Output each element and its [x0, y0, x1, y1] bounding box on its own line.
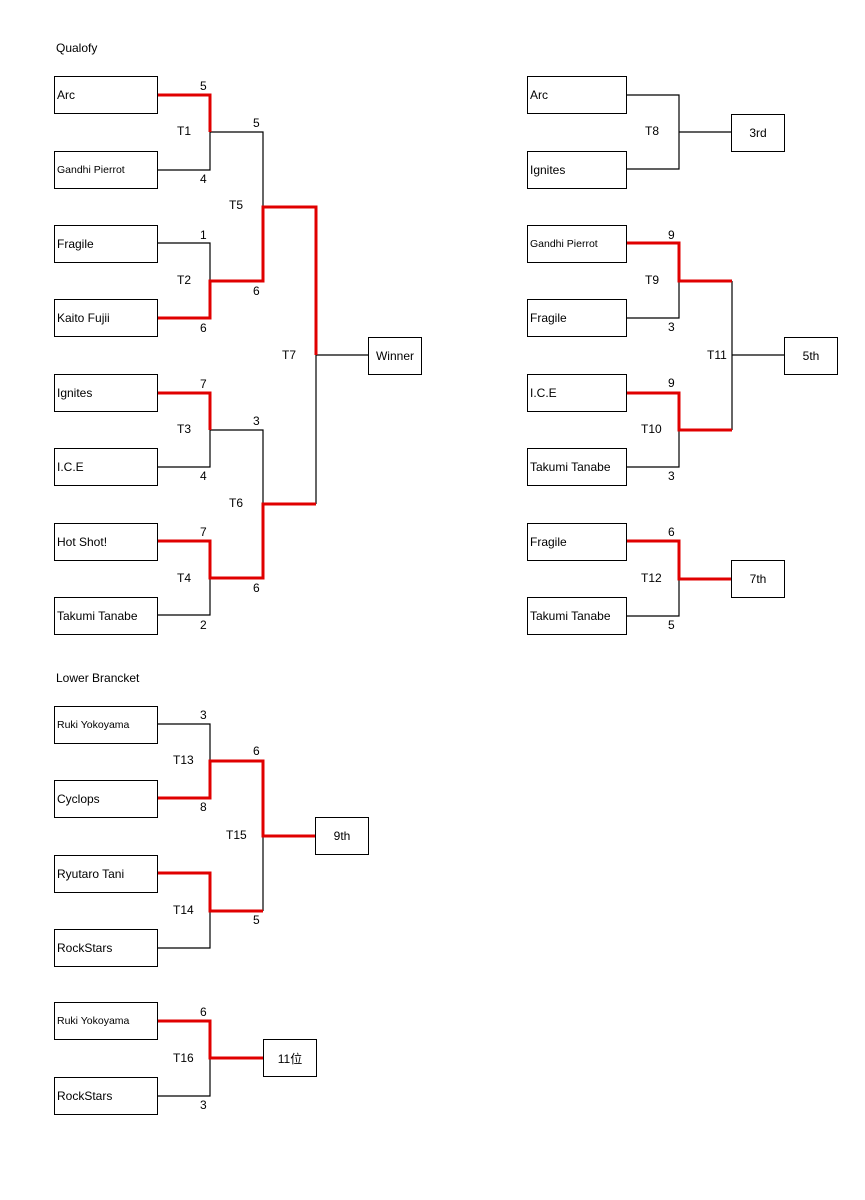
score-t2-fragile: 1 — [200, 228, 207, 242]
score-t4-hotshot: 7 — [200, 525, 207, 539]
line-t5-top — [210, 131, 264, 207]
team-box-fragile-t12: Fragile — [527, 523, 627, 561]
team-box-gandhi-pierrot: Gandhi Pierrot — [54, 151, 158, 189]
score-t16-ruki: 6 — [200, 1005, 207, 1019]
team-box-cyclops: Cyclops — [54, 780, 158, 818]
line-t9-bottom — [626, 281, 680, 319]
line-t2-top — [157, 242, 211, 281]
score-t2-kaito: 6 — [200, 321, 207, 335]
win-path-ice — [626, 391, 732, 432]
match-label-t12: T12 — [641, 571, 662, 585]
score-t5-bottom: 6 — [253, 284, 260, 298]
team-box-takumi-tanabe-t12: Takumi Tanabe — [527, 597, 627, 635]
team-box-takumi-tanabe-t10: Takumi Tanabe — [527, 448, 627, 486]
match-label-t9: T9 — [645, 273, 660, 287]
score-t13-cyclops: 8 — [200, 800, 207, 814]
score-t12-takumi: 5 — [668, 618, 675, 632]
win-path-hotshot — [157, 502, 316, 580]
line-t10-bottom — [626, 430, 680, 468]
score-t3-ice: 4 — [200, 469, 207, 483]
match-label-t11: T11 — [707, 348, 727, 362]
team-box-ice-t10: I.C.E — [527, 374, 627, 412]
team-box-fragile-t9: Fragile — [527, 299, 627, 337]
score-t1-arc: 5 — [200, 79, 207, 93]
match-label-t1: T1 — [177, 124, 192, 138]
match-label-t14: T14 — [173, 903, 194, 917]
line-t4-bottom — [157, 578, 211, 616]
team-box-gandhi-pierrot-t9: Gandhi Pierrot — [527, 225, 627, 263]
team-box-ice: I.C.E — [54, 448, 158, 486]
team-box-rockstars: RockStars — [54, 929, 158, 967]
match-label-t2: T2 — [177, 273, 192, 287]
team-box-hot-shot: Hot Shot! — [54, 523, 158, 561]
line-t13-top — [157, 723, 211, 761]
line-t3-bottom — [157, 430, 211, 468]
match-label-t3: T3 — [177, 422, 192, 436]
result-box-3rd: 3rd — [731, 114, 785, 152]
team-box-takumi-tanabe: Takumi Tanabe — [54, 597, 158, 635]
score-t5-top: 5 — [253, 116, 260, 130]
score-t1-gandhi: 4 — [200, 172, 207, 186]
score-t10-takumi: 3 — [668, 469, 675, 483]
score-t10-ice: 9 — [668, 376, 675, 390]
score-t13-ruki: 3 — [200, 708, 207, 722]
line-t6-top — [210, 429, 264, 504]
result-box-winner: Winner — [368, 337, 422, 375]
score-t9-gandhi: 9 — [668, 228, 675, 242]
win-path-fragile-7th — [626, 539, 732, 581]
line-t14-bottom — [157, 911, 211, 949]
win-path-ruki — [157, 1019, 263, 1060]
score-t15-bottom: 5 — [253, 913, 260, 927]
score-t4-takumi: 2 — [200, 618, 207, 632]
win-path-t2-kaito — [157, 205, 318, 355]
team-box-kaito-fujii: Kaito Fujii — [54, 299, 158, 337]
result-box-7th: 7th — [731, 560, 785, 598]
team-box-ruki-yokoyama-t16: Ruki Yokoyama — [54, 1002, 158, 1040]
line-t1-bottom — [157, 132, 211, 171]
score-t6-top: 3 — [253, 414, 260, 428]
team-box-ryutaro-tani: Ryutaro Tani — [54, 855, 158, 893]
team-box-rockstars-t16: RockStars — [54, 1077, 158, 1115]
section-title-qualify: Qualofy — [56, 41, 98, 55]
team-box-ignites: Ignites — [54, 374, 158, 412]
match-label-t16: T16 — [173, 1051, 194, 1065]
match-label-t15: T15 — [226, 828, 247, 842]
result-box-11th: 11位 — [263, 1039, 317, 1077]
match-label-t5: T5 — [229, 198, 244, 212]
match-label-t13: T13 — [173, 753, 194, 767]
match-label-t4: T4 — [177, 571, 192, 585]
team-box-fragile: Fragile — [54, 225, 158, 263]
match-label-t10: T10 — [641, 422, 662, 436]
team-box-arc-t8: Arc — [527, 76, 627, 114]
score-t16-rockstars: 3 — [200, 1098, 207, 1112]
team-box-ruki-yokoyama: Ruki Yokoyama — [54, 706, 158, 744]
match-label-t7: T7 — [282, 348, 297, 362]
win-path-cyclops — [157, 759, 316, 838]
team-box-ignites-t8: Ignites — [527, 151, 627, 189]
match-label-t8: T8 — [645, 124, 660, 138]
line-t16-bottom — [157, 1058, 211, 1097]
win-path-ryutaro — [157, 871, 263, 913]
score-t6-bottom: 6 — [253, 581, 260, 595]
win-path-ignites-t3 — [157, 391, 212, 430]
score-t9-fragile: 3 — [668, 320, 675, 334]
match-label-t6: T6 — [229, 496, 244, 510]
score-t3-ignites: 7 — [200, 377, 207, 391]
line-t12-bottom — [626, 579, 680, 617]
section-title-lower-bracket: Lower Brancket — [56, 671, 140, 685]
score-t12-fragile: 6 — [668, 525, 675, 539]
result-box-9th: 9th — [315, 817, 369, 855]
win-path-gandhi — [626, 241, 732, 283]
result-box-5th: 5th — [784, 337, 838, 375]
win-path-arc-t1 — [157, 93, 212, 132]
score-t15-top: 6 — [253, 744, 260, 758]
team-box-arc: Arc — [54, 76, 158, 114]
